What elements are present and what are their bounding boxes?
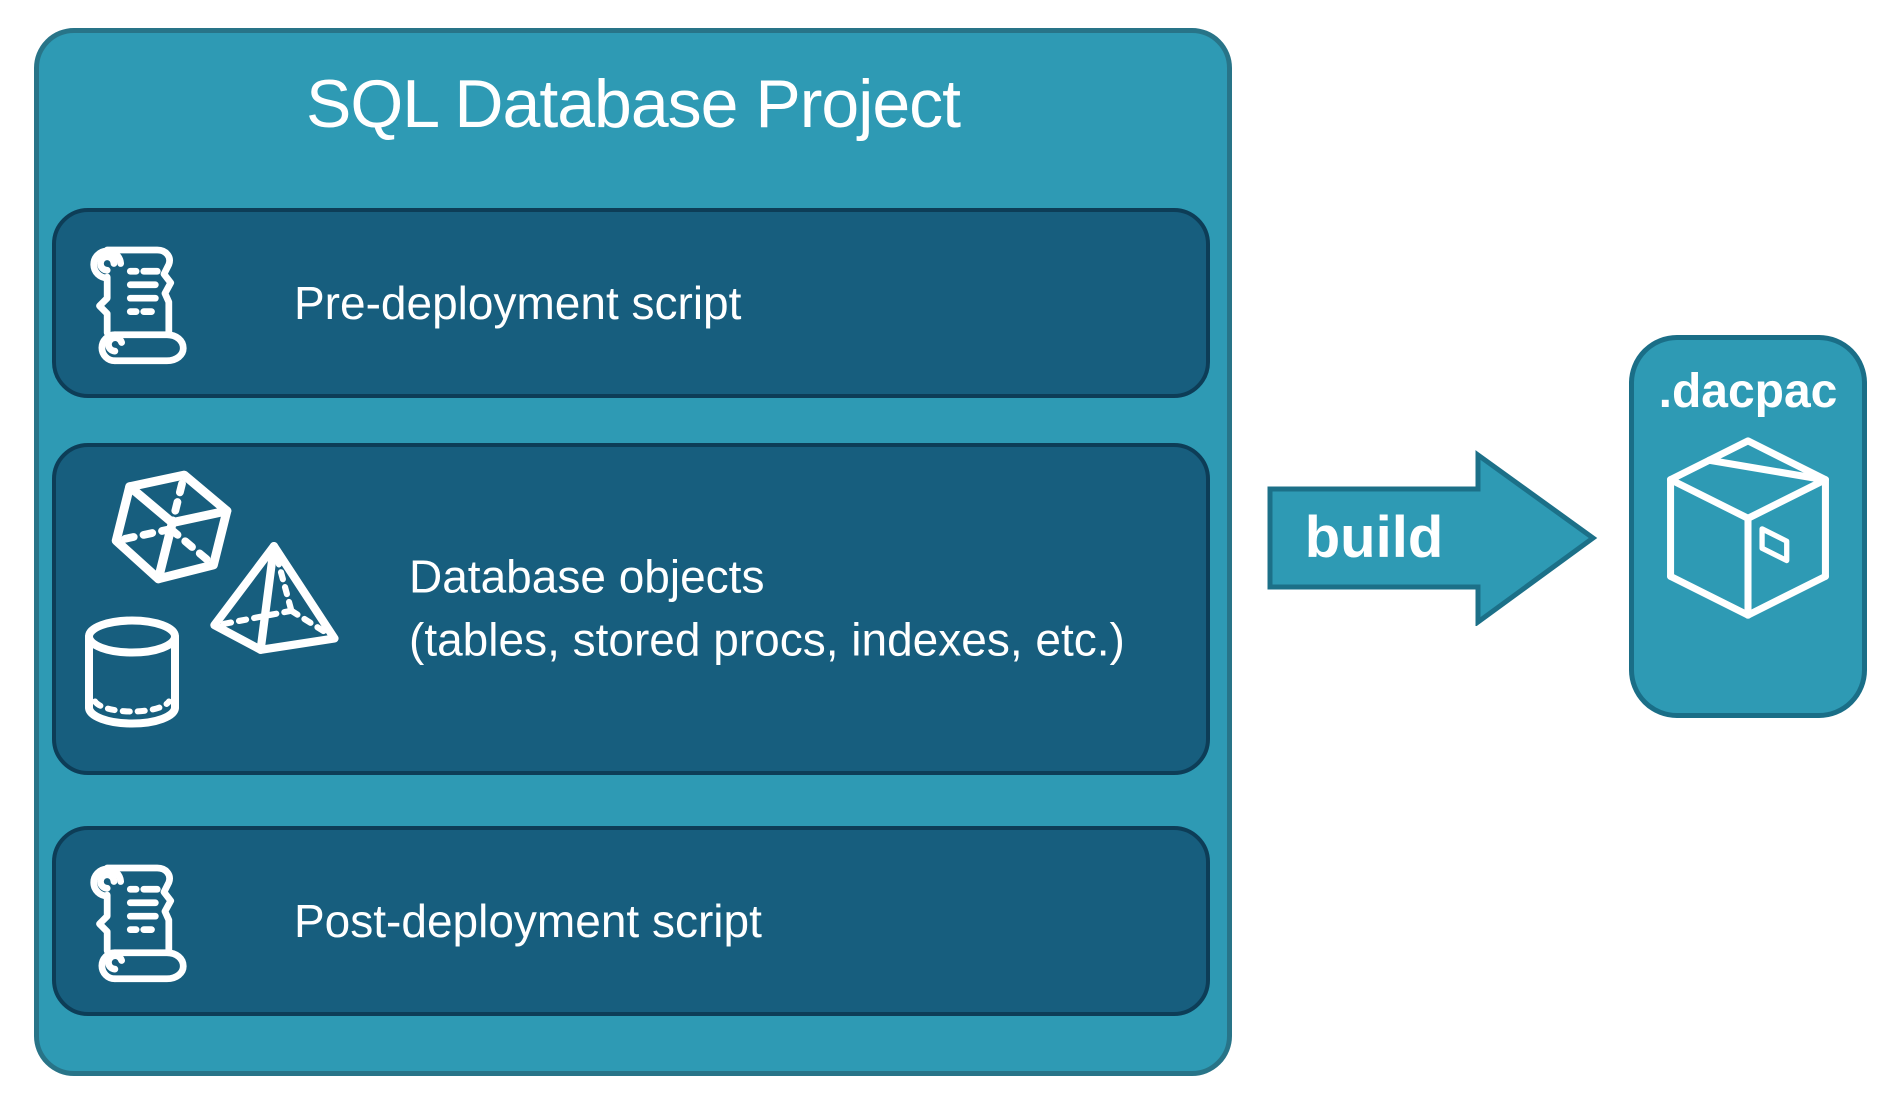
scroll-icon (86, 241, 190, 365)
cube-icon (96, 456, 247, 601)
project-title: SQL Database Project (305, 66, 961, 142)
package-icon (1660, 433, 1836, 645)
post-deployment-box: Post-deployment script (52, 826, 1210, 1016)
dacpac-label: .dacpac (1658, 365, 1838, 418)
dacpac-box: .dacpac (1629, 335, 1867, 718)
pre-deployment-label: Pre-deployment script (294, 277, 742, 329)
cylinder-icon (82, 615, 182, 731)
database-objects-label-line2: (tables, stored procs, indexes, etc.) (409, 614, 1125, 666)
database-objects-box: Database objects (tables, stored procs, … (52, 443, 1210, 775)
database-objects-icons (56, 447, 406, 779)
pre-deployment-box: Pre-deployment script (52, 208, 1210, 398)
database-objects-label-line1: Database objects (409, 550, 765, 603)
scroll-icon (86, 859, 190, 983)
build-arrow (1266, 450, 1598, 626)
pyramid-icon (206, 541, 346, 659)
build-arrow-label: build (1304, 505, 1444, 570)
database-objects-label: Database objects (tables, stored procs, … (409, 546, 1125, 673)
post-deployment-label: Post-deployment script (294, 895, 762, 947)
